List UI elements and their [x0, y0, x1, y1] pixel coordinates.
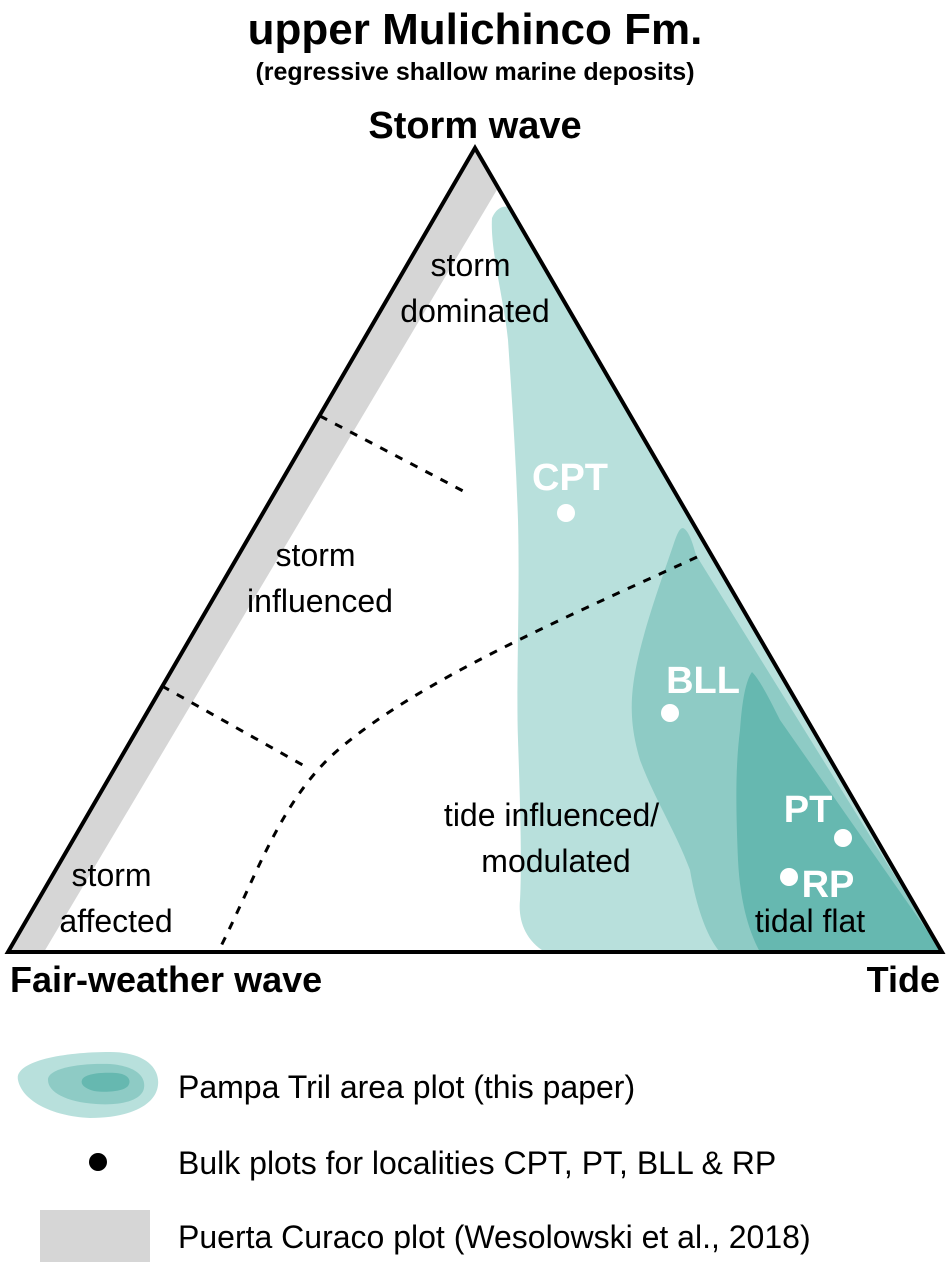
legend-bulk-dot: [89, 1153, 107, 1171]
field-label-storm-influenced: storm influenced: [247, 537, 393, 619]
locality-point-pt: [834, 829, 852, 847]
locality-point-bll: [661, 704, 679, 722]
curaco-band: [8, 148, 498, 952]
boundary-dominated-influenced: [319, 414, 466, 494]
locality-label-bll: BLL: [666, 660, 740, 702]
triangle-outline: [4, 144, 946, 954]
locality-label-rp: RP: [802, 864, 855, 906]
legend-label-curaco: Puerta Curaco plot (Wesolowski et al., 2…: [178, 1219, 811, 1255]
legend-label-bulk: Bulk plots for localities CPT, PT, BLL &…: [178, 1145, 776, 1181]
field-label-storm-dominated: storm dominated: [400, 247, 549, 329]
vertex-label-fair-weather-wave: Fair-weather wave: [10, 959, 322, 1000]
vertex-label-storm-wave: Storm wave: [368, 105, 581, 147]
pampa-tril-area-light: [491, 206, 942, 952]
boundary-storm-tide: [216, 555, 698, 952]
locality-point-cpt: [557, 504, 575, 522]
locality-point-rp: [780, 868, 798, 886]
page-title: upper Mulichinco Fm.: [248, 5, 703, 54]
boundary-influenced-affected: [161, 684, 309, 770]
field-label-storm-affected: storm affected: [59, 857, 172, 939]
vertex-label-tide: Tide: [867, 959, 940, 1000]
legend-curaco-swatch: [40, 1210, 150, 1262]
page-subtitle: (regressive shallow marine deposits): [255, 58, 694, 86]
field-label-tide-influenced: tide influenced/ modulated: [444, 797, 668, 879]
legend: Pampa Tril area plot (this paper) Bulk p…: [17, 1052, 811, 1262]
locality-label-cpt: CPT: [532, 457, 608, 499]
legend-area-swatch: [17, 1052, 159, 1118]
plot-area: storm dominated storm influenced storm a…: [8, 148, 942, 952]
field-boundaries: [161, 414, 698, 952]
field-label-tidal-flat: tidal flat: [755, 903, 865, 939]
legend-label-area: Pampa Tril area plot (this paper): [178, 1069, 635, 1105]
locality-label-pt: PT: [784, 789, 833, 831]
